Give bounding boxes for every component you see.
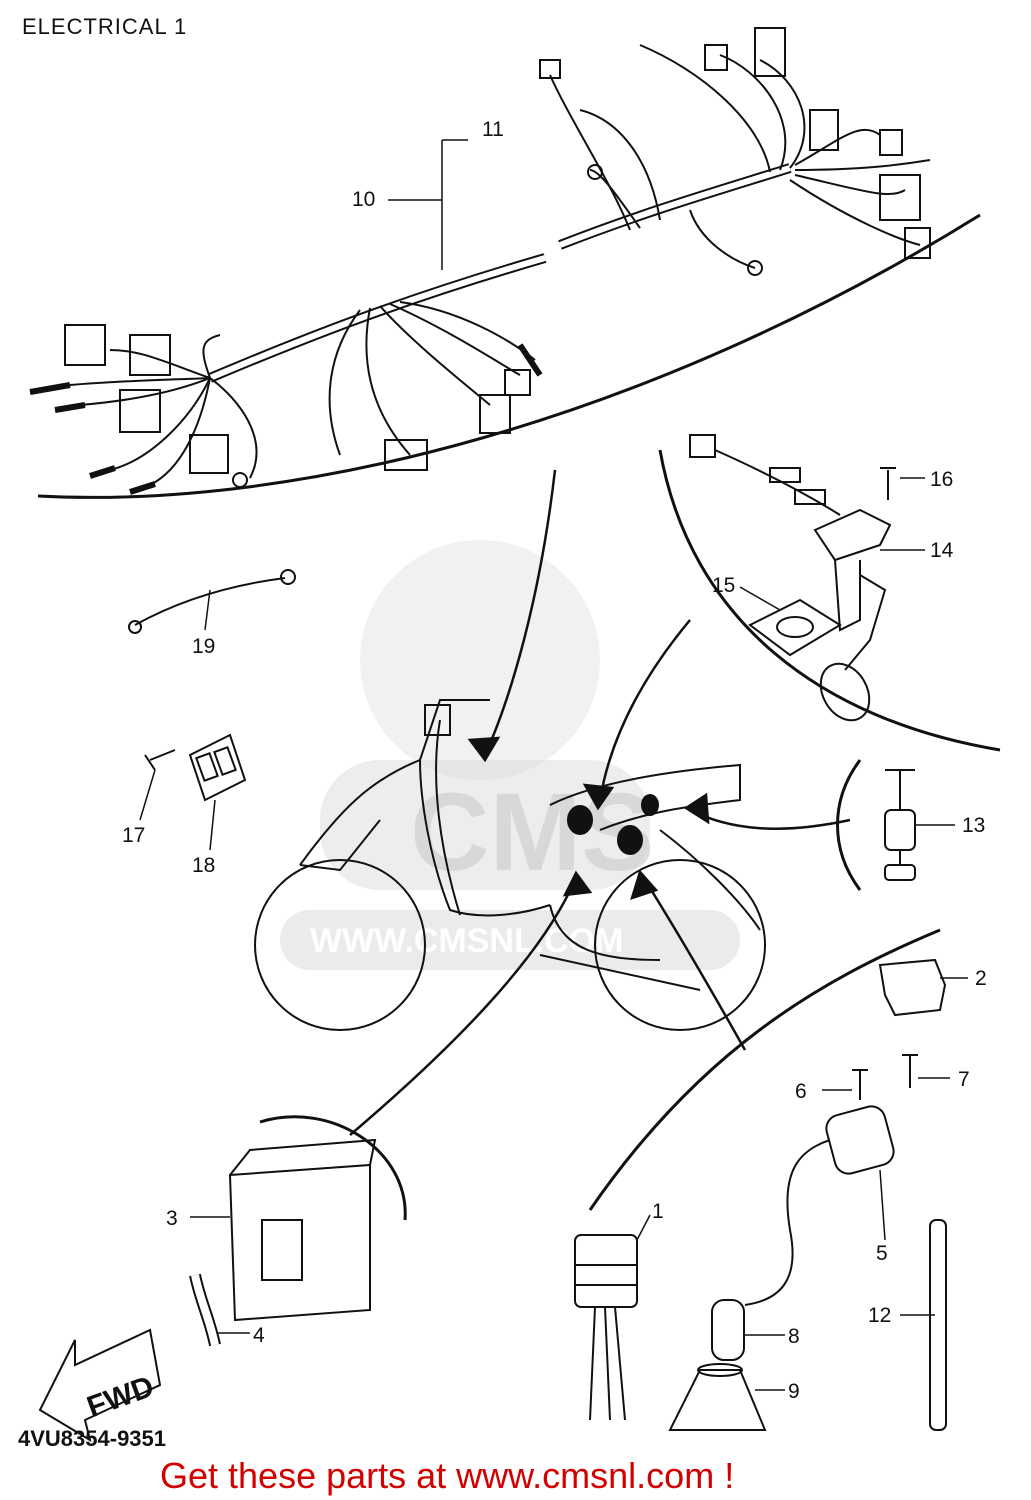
pointer-arrows [349,469,851,1136]
callout-12: 12 [868,1304,891,1327]
fuel-sender-gasket [748,598,842,657]
fuel-sender-float [819,662,871,722]
connector-block [809,109,839,151]
ground-lead-19 [134,577,286,626]
callout-labels: 1 2 3 4 5 6 7 8 9 10 11 12 13 14 15 16 1… [122,118,987,1403]
callout-7: 7 [958,1068,970,1091]
callout-4: 4 [253,1324,265,1347]
fuel-sender-plate [813,508,892,562]
callout-11: 11 [482,118,504,141]
front-wheel [254,859,426,1031]
bolt-6 [852,1069,868,1100]
watermark-logo: CMS WWW.CMSNL.COM [280,540,740,970]
rear-wheel [594,859,766,1031]
watermark-brand: CMS [410,771,654,894]
ignition-coil-5 [825,1105,895,1175]
fuel-sender-connector [689,434,716,458]
band-12 [929,1219,947,1431]
small-parts: FWD [38,569,947,1443]
callout-5: 5 [876,1242,888,1265]
callout-16: 16 [930,468,953,491]
section-dividers [37,213,1001,1221]
plug-boot-9 [668,1369,767,1431]
callout-8: 8 [788,1325,800,1348]
connector-block [189,434,229,474]
sender-divider-curve [658,449,1001,752]
callout-2: 2 [975,967,987,990]
watermark-url: WWW.CMSNL.COM [310,922,624,960]
connector-block [704,44,728,71]
callout-17: 17 [122,824,145,847]
connector-block [879,129,903,156]
fuel-sender-group [689,434,896,722]
lower-right-divider-curve [588,928,941,1211]
connector-block [539,59,561,79]
harness-divider-curve [37,213,981,499]
ground-terminal [747,260,763,276]
leader-lines [139,139,968,1391]
fwd-arrow [38,1328,162,1443]
callout-14: 14 [930,539,954,562]
callout-9: 9 [788,1380,800,1403]
connector-block [479,394,511,434]
connector-block [129,334,171,376]
connector-block [879,174,921,221]
diagram-reference-code: 4VU8354-9351 [18,1426,167,1451]
callout-18: 18 [192,854,215,877]
battery-divider-curve [259,1115,407,1221]
fwd-label: FWD [83,1370,158,1424]
switch-divider-curve [836,759,862,891]
relay-18 [188,733,247,802]
page-title: ELECTRICAL 1 [22,14,188,39]
callout-15: 15 [712,574,735,597]
bolt-7 [902,1054,918,1088]
ground-terminal [587,164,603,180]
connector-block [504,369,531,396]
callout-13: 13 [962,814,985,837]
screw-16 [880,467,896,500]
connector-block [64,324,106,366]
relay-2 [878,958,947,1017]
battery-3 [228,1163,371,1322]
plug-cap-8 [711,1299,745,1361]
callout-19: 19 [192,635,215,658]
ground-terminal [232,472,248,488]
callout-10: 10 [352,188,375,211]
connector-block [119,389,161,433]
screw-17 [144,749,176,771]
connector-block [384,439,428,471]
switch-13 [885,769,915,810]
promo-link[interactable]: Get these parts at www.cmsnl.com ! [160,1455,735,1496]
callout-1: 1 [652,1200,664,1223]
cdi-unit-1 [574,1234,638,1308]
callout-6: 6 [795,1080,807,1103]
wire-harness [29,27,931,495]
connector-block [754,27,786,77]
connector-block [904,227,931,259]
callout-3: 3 [166,1207,178,1230]
